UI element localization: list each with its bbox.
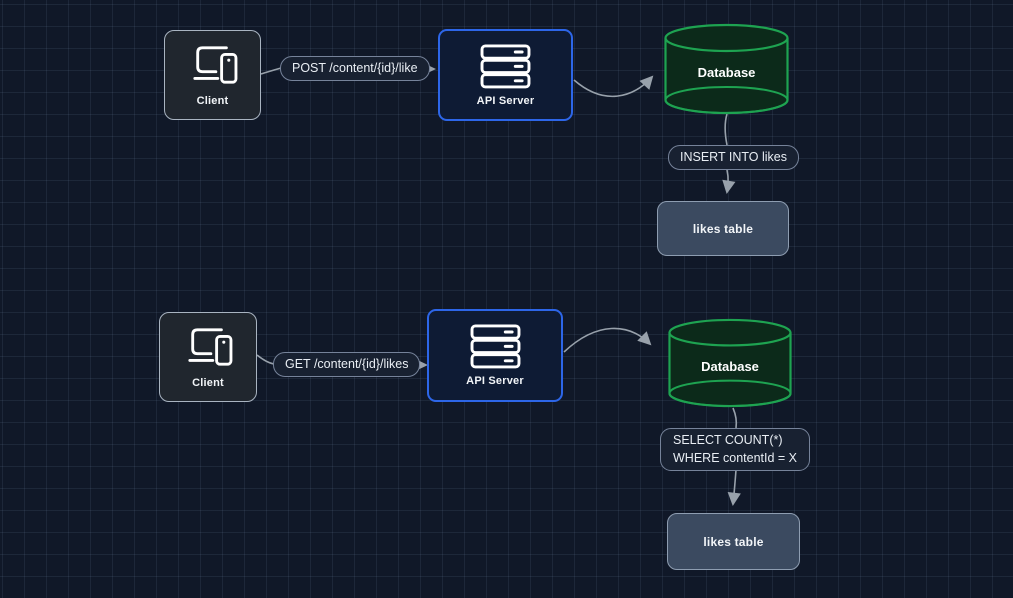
database-node-2[interactable]: Database	[667, 318, 793, 408]
likes-table-label-2: likes table	[703, 534, 764, 549]
edge-label-request-1[interactable]: POST /content/{id}/like	[280, 56, 430, 81]
database-label-1: Database	[697, 64, 756, 80]
database-label-2: Database	[701, 358, 759, 374]
devices-icon	[188, 328, 233, 366]
edge-client-to-request-2[interactable]	[256, 354, 275, 365]
edge-api-to-database-2[interactable]	[563, 327, 652, 353]
client-node-1[interactable]: Client	[164, 30, 261, 120]
request-label-text-2: GET /content/{id}/likes	[285, 357, 409, 371]
edge-database-to-query-1[interactable]	[724, 113, 728, 146]
edge-database-to-query-2[interactable]	[732, 407, 738, 429]
server-stack-icon	[480, 43, 531, 88]
likes-table-label-1: likes table	[692, 221, 754, 236]
edge-label-request-2[interactable]: GET /content/{id}/likes	[273, 352, 421, 377]
client-node-2[interactable]: Client	[159, 312, 257, 402]
edge-label-query-1[interactable]: INSERT INTO likes	[668, 145, 799, 170]
edge-query-to-table-1[interactable]	[722, 169, 736, 194]
client-label-2: Client	[192, 377, 224, 389]
query-label-line-1: SELECT COUNT(*)	[673, 433, 783, 447]
client-label-1: Client	[196, 95, 229, 107]
api-server-node-2[interactable]: API Server	[427, 309, 563, 402]
edge-label-query-2[interactable]: SELECT COUNT(*) WHERE contentId = X	[660, 428, 811, 471]
devices-icon	[192, 46, 237, 84]
likes-table-node-1[interactable]: likes table	[657, 201, 789, 256]
query-label-line-2: WHERE contentId = X	[673, 450, 798, 465]
request-label-text-1: POST /content/{id}/like	[292, 61, 418, 75]
edge-client-to-request-1[interactable]	[260, 67, 282, 75]
likes-table-node-2[interactable]: likes table	[667, 513, 800, 570]
api-server-label-1: API Server	[476, 94, 535, 107]
edge-query-to-table-2[interactable]	[727, 469, 741, 506]
api-server-label-2: API Server	[466, 375, 524, 387]
api-server-node-1[interactable]: API Server	[438, 29, 573, 121]
query-label-text-1: INSERT INTO likes	[680, 150, 787, 164]
database-cylinder-icon	[664, 23, 789, 115]
edge-api-to-database-1[interactable]	[573, 75, 654, 98]
server-stack-icon	[470, 324, 520, 369]
database-node-1[interactable]: Database	[663, 23, 790, 115]
database-cylinder-icon	[668, 318, 792, 408]
